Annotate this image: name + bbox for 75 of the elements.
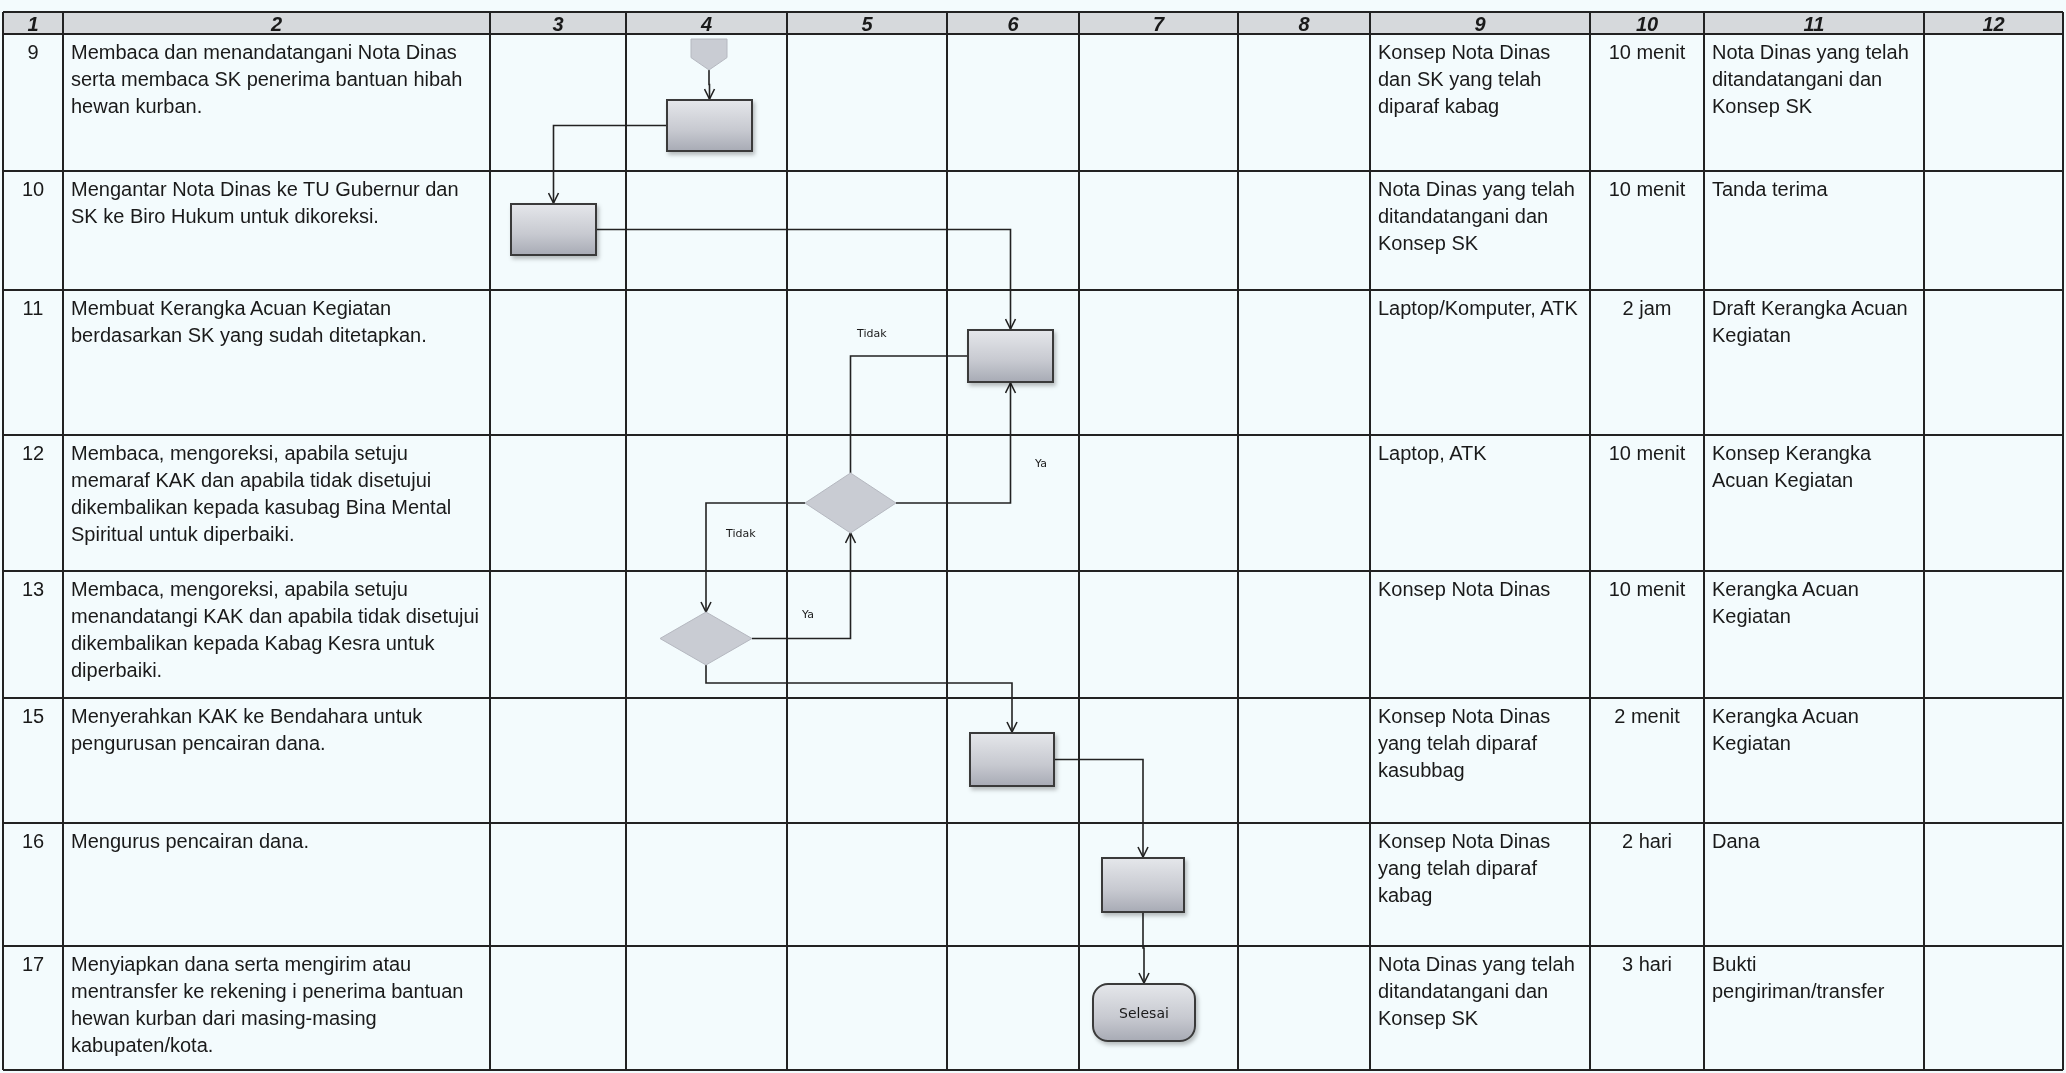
column-number: 7 xyxy=(1080,13,1237,33)
step-number: 11 xyxy=(21,296,45,321)
column-number: 4 xyxy=(627,13,786,33)
process-box xyxy=(969,732,1055,787)
activity-description: Membuat Kerangka Acuan Kegiatan berdasarkan SK yang sudah ditetapkan. xyxy=(70,296,428,348)
requirement-text: Nota Dinas yang telah ditandatangani dan Konsep SK xyxy=(1377,177,1576,256)
off-page-connector xyxy=(691,39,727,70)
arrow xyxy=(895,382,1017,504)
activity-description: Membaca dan menandatangani Nota Dinas serta membaca SK penerima bantuan hibah hewan kurban. xyxy=(70,40,464,119)
arrow xyxy=(596,228,1017,330)
column-number: 10 xyxy=(1591,13,1703,33)
duration-text: 2 hari xyxy=(1621,829,1673,854)
requirement-text: Konsep Nota Dinas dan SK yang telah diparaf kabag xyxy=(1377,40,1552,119)
step-number: 12 xyxy=(20,441,46,466)
output-text: Konsep Kerangka Acuan Kegiatan xyxy=(1711,441,1872,493)
column-number: 5 xyxy=(788,13,946,33)
requirement-text: Laptop, ATK xyxy=(1377,441,1488,466)
activity-description: Mengurus pencairan dana. xyxy=(70,829,310,854)
arrow xyxy=(1054,758,1149,858)
activity-description: Membaca, mengoreksi, apabila setuju menandatangi KAK dan apabila tidak disetujui dikembalikan kepada Kabag Kesra untuk diperbaiki. xyxy=(70,577,481,683)
column-number: 6 xyxy=(948,13,1078,33)
decision-diamond xyxy=(805,473,896,533)
edge-label: Ya xyxy=(1033,457,1049,470)
output-text: Tanda terima xyxy=(1711,177,1829,202)
connector-line xyxy=(849,355,968,474)
requirement-text: Konsep Nota Dinas xyxy=(1377,577,1552,602)
output-text: Draft Kerangka Acuan Kegiatan xyxy=(1711,296,1909,348)
step-number: 16 xyxy=(20,829,46,854)
requirement-text: Konsep Nota Dinas yang telah diparaf kasubbag xyxy=(1377,704,1552,783)
column-number: 11 xyxy=(1705,13,1923,33)
step-number: 13 xyxy=(20,577,46,602)
column-number: 3 xyxy=(491,13,625,33)
process-box xyxy=(510,203,597,256)
column-number: 1 xyxy=(4,13,62,33)
arrow xyxy=(751,532,857,640)
process-box xyxy=(967,329,1054,383)
output-text: Kerangka Acuan Kegiatan xyxy=(1711,704,1860,756)
arrow xyxy=(547,124,667,204)
column-number: 8 xyxy=(1239,13,1369,33)
activity-description: Membaca, mengoreksi, apabila setuju memaraf KAK dan apabila tidak disetujui dikembalikan kepada kasubag Bina Mental Spiritual untuk diperbaiki. xyxy=(70,441,453,547)
duration-text: 3 hari xyxy=(1621,952,1673,977)
activity-description: Menyiapkan dana serta mengirim atau mentransfer ke rekening i penerima bantuan hewan kurban dari masing-masing kabupaten/kota. xyxy=(70,952,465,1058)
decision-diamond xyxy=(660,612,752,665)
step-number: 9 xyxy=(26,40,40,65)
arrow xyxy=(700,502,806,613)
process-box xyxy=(1101,857,1185,913)
edge-label: Tidak xyxy=(855,327,889,340)
requirement-text: Konsep Nota Dinas yang telah diparaf kabag xyxy=(1377,829,1552,908)
duration-text: 10 menit xyxy=(1607,40,1687,65)
step-number: 10 xyxy=(20,177,46,202)
requirement-text: Nota Dinas yang telah ditandatangani dan Konsep SK xyxy=(1377,952,1576,1031)
column-number: 2 xyxy=(64,13,489,33)
duration-text: 10 menit xyxy=(1607,441,1687,466)
end-terminator: Selesai xyxy=(1092,983,1196,1042)
activity-description: Menyerahkan KAK ke Bendahara untuk pengurusan pencairan dana. xyxy=(70,704,424,756)
duration-text: 2 jam xyxy=(1621,296,1673,321)
duration-text: 2 menit xyxy=(1613,704,1681,729)
column-number: 12 xyxy=(1925,13,2062,33)
edge-label: Ya xyxy=(800,608,816,621)
arrow xyxy=(705,664,1018,733)
duration-text: 10 menit xyxy=(1607,177,1687,202)
activity-description: Mengantar Nota Dinas ke TU Gubernur dan SK ke Biro Hukum untuk dikoreksi. xyxy=(70,177,460,229)
output-text: Kerangka Acuan Kegiatan xyxy=(1711,577,1860,629)
output-text: Dana xyxy=(1711,829,1761,854)
process-box xyxy=(666,99,753,152)
step-number: 17 xyxy=(20,952,46,977)
step-number: 15 xyxy=(20,704,46,729)
output-text: Nota Dinas yang telah ditandatangani dan Konsep SK xyxy=(1711,40,1910,119)
edge-label: Tidak xyxy=(724,527,758,540)
output-text: Bukti pengiriman/transfer xyxy=(1711,952,1886,1004)
column-number: 9 xyxy=(1371,13,1589,33)
duration-text: 10 menit xyxy=(1607,577,1687,602)
requirement-text: Laptop/Komputer, ATK xyxy=(1377,296,1579,321)
arrow xyxy=(703,69,716,100)
arrow xyxy=(1138,912,1150,984)
